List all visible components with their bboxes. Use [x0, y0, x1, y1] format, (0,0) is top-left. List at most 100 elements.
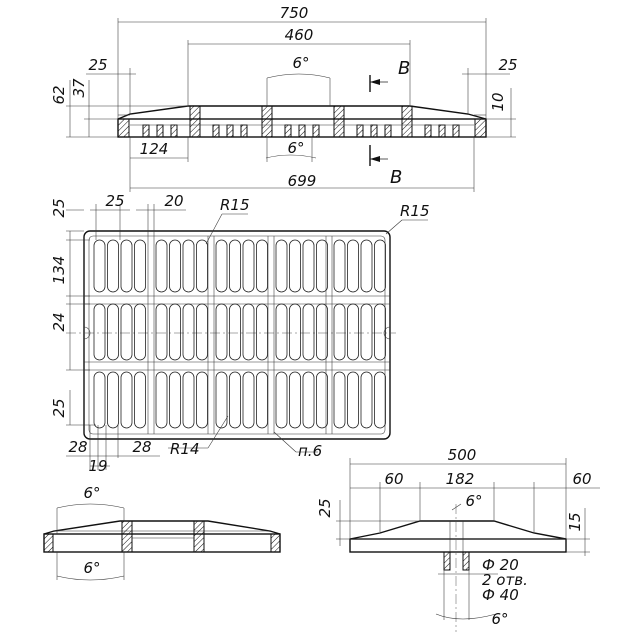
- front-dimensions: 750 460 25 25 6° 6° 62 37 10: [50, 4, 518, 192]
- sec-dim-15: 15: [566, 512, 584, 531]
- grate-slot: [360, 303, 373, 361]
- sec-dim-d40: Ф 40: [482, 586, 519, 604]
- dim-37: 37: [70, 78, 88, 98]
- grate-slot: [242, 371, 255, 429]
- sec-dim-60-right: 60: [572, 470, 591, 488]
- grate-slot: [242, 239, 255, 293]
- sec-dim-182: 182: [446, 470, 475, 488]
- grate-slot: [275, 239, 288, 293]
- section-label-b-top: B: [398, 58, 410, 79]
- grate-slot: [215, 371, 228, 429]
- grate-slot: [169, 303, 181, 361]
- sec-dim-2holes: 2 отв.: [482, 571, 528, 589]
- grate-slot: [169, 239, 181, 293]
- grate-slot: [289, 303, 301, 361]
- grate-slot: [256, 239, 268, 293]
- plan-dim-134: 134: [50, 256, 68, 285]
- plan-view: [66, 230, 396, 440]
- plan-dim-25-top-left: 25: [50, 198, 68, 217]
- sec-dim-6deg-lower: 6°: [491, 610, 508, 628]
- sec-dim-25: 25: [316, 498, 334, 517]
- front-section-view: [117, 75, 487, 166]
- grate-slot: [374, 239, 386, 293]
- grate-slot: [229, 239, 241, 293]
- grate-slot: [182, 371, 195, 429]
- grate-slot: [302, 303, 315, 361]
- grate-slot: [107, 239, 119, 293]
- grate-slot: [333, 239, 346, 293]
- side-dimensions: 6° 6°: [56, 484, 125, 581]
- grate-slot: [374, 371, 386, 429]
- grate-slot: [169, 371, 181, 429]
- plan-dim-20: 20: [164, 192, 183, 210]
- grate-slot: [134, 239, 146, 293]
- grate-slot: [316, 371, 328, 429]
- grate-slot: [374, 303, 386, 361]
- sec-dim-60-left: 60: [384, 470, 403, 488]
- grate-slot: [196, 239, 208, 293]
- grate-slot: [347, 371, 359, 429]
- grate-slot: [196, 303, 208, 361]
- grate-slot: [196, 371, 208, 429]
- grate-slot: [155, 371, 168, 429]
- plan-dim-r14: R14: [170, 440, 200, 458]
- sec-dim-500: 500: [448, 446, 477, 464]
- section-view-b: [349, 504, 567, 632]
- grate-slot: [134, 303, 146, 361]
- grate-slot: [215, 303, 228, 361]
- grate-slot: [333, 371, 346, 429]
- section-dimensions: 500 60 182 60 25 15 6° Ф 20 2 отв. Ф 40 …: [316, 446, 600, 628]
- sec-dim-6deg-upper: 6°: [465, 492, 482, 510]
- dim-6deg-lower: 6°: [287, 139, 304, 157]
- section-label-b-bottom: B: [390, 167, 402, 188]
- grate-slot: [120, 371, 133, 429]
- grate-slot: [275, 371, 288, 429]
- plan-note-p6: п.6: [298, 442, 322, 460]
- dim-6deg-upper: 6°: [292, 54, 309, 72]
- grate-slot: [107, 371, 119, 429]
- plan-dim-24: 24: [50, 312, 68, 331]
- grate-slot: [316, 303, 328, 361]
- grate-slot: [93, 239, 106, 293]
- grate-slot: [347, 303, 359, 361]
- plan-dim-25-top: 25: [105, 192, 124, 210]
- grate-slot: [107, 303, 119, 361]
- plan-dim-r15-a: R15: [220, 196, 250, 214]
- grate-slot: [242, 303, 255, 361]
- grate-slot: [120, 303, 133, 361]
- dim-62: 62: [50, 85, 68, 104]
- grate-slot: [215, 239, 228, 293]
- grate-slot: [302, 239, 315, 293]
- plan-dim-25-left-low: 25: [50, 398, 68, 417]
- grate-slot: [93, 371, 106, 429]
- grate-slot: [316, 239, 328, 293]
- grate-slot: [229, 371, 241, 429]
- plan-dim-r15-b: R15: [400, 202, 430, 220]
- plan-dim-19: 19: [88, 457, 107, 475]
- grate-slot: [360, 371, 373, 429]
- plan-dimensions: 25 25 20 R15 R15 134 24 25 28 19: [50, 192, 430, 475]
- sec-dim-d20: Ф 20: [482, 556, 519, 574]
- plan-dim-28-b: 28: [132, 438, 151, 456]
- dim-124: 124: [140, 140, 169, 158]
- dim-460: 460: [285, 26, 314, 44]
- grate-slot: [120, 239, 133, 293]
- grate-slot: [155, 303, 168, 361]
- grate-slot: [155, 239, 168, 293]
- dim-25-left: 25: [88, 56, 107, 74]
- grate-slot: [289, 239, 301, 293]
- grate-slot: [289, 371, 301, 429]
- grate-slot: [182, 239, 195, 293]
- grate-slot: [256, 303, 268, 361]
- grate-slot: [182, 303, 195, 361]
- dim-750: 750: [280, 4, 309, 22]
- grate-slot: [134, 371, 146, 429]
- grate-slot: [347, 239, 359, 293]
- grate-slot: [302, 371, 315, 429]
- dim-10: 10: [489, 92, 507, 111]
- grate-slot: [333, 303, 346, 361]
- dim-699: 699: [288, 172, 317, 190]
- grate-slot: [256, 371, 268, 429]
- grate-slot: [229, 303, 241, 361]
